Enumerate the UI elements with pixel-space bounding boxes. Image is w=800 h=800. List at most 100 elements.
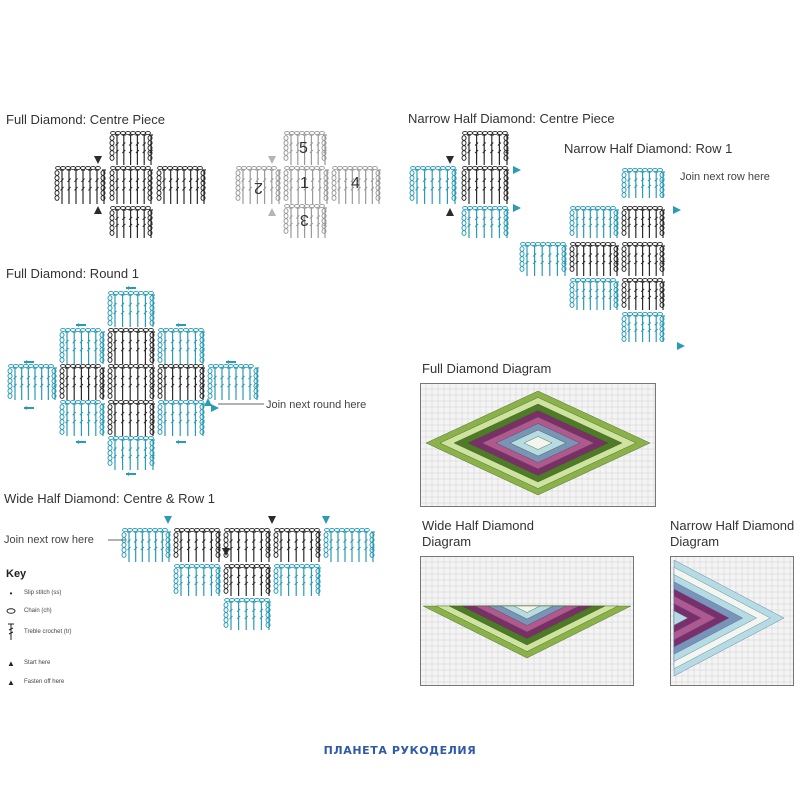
round1-lower-right-block — [157, 399, 205, 436]
centre-middle-block — [109, 165, 153, 204]
join-next-row-note-1: Join next row here — [680, 171, 770, 183]
direction-arrow-icon — [268, 516, 276, 524]
direction-arrow-icon — [164, 516, 172, 524]
wide-right-block — [273, 527, 321, 562]
direction-arrow-icon — [322, 516, 330, 524]
key-item-fasten: ▲ Fasten off here — [6, 675, 64, 689]
direction-arrow-icon — [446, 208, 454, 216]
slip-stitch-icon: • — [9, 588, 13, 598]
centre-left-block — [54, 165, 106, 204]
title-wide-centre-row1: Wide Half Diamond: Centre & Row 1 — [4, 491, 215, 506]
narrow-row1-left-block — [569, 205, 619, 238]
join-next-row-note-2: Join next row here — [4, 534, 94, 546]
narrow-row1-upper-mid-block — [621, 205, 665, 238]
wide-left-block — [173, 527, 221, 562]
key-label: Fasten off here — [24, 679, 65, 685]
direction-arrow-icon — [513, 204, 521, 212]
narrow-row1-top-block — [621, 167, 665, 198]
direction-dash-head — [176, 440, 179, 444]
key-label: Start here — [24, 660, 51, 666]
narrow-row1-mid-left-block — [569, 241, 619, 276]
join-next-round-note: Join next round here — [266, 399, 367, 411]
narrow-centre-left-block — [409, 165, 457, 204]
direction-arrow-icon — [446, 156, 454, 164]
watermark-footer: ПЛАНЕТА РУКОДЕЛИЯ — [323, 744, 477, 757]
direction-arrow-icon — [513, 166, 521, 174]
fasten-off-icon: ▲ — [7, 677, 15, 687]
wide-far-left-block — [121, 527, 171, 562]
round1-upper-right-block — [157, 327, 205, 364]
title-wide-diagram: Wide Half Diamond Diagram — [422, 518, 534, 549]
piece-number-5: 5 — [299, 140, 308, 157]
piece-number-1: 1 — [300, 175, 309, 192]
key-item-start: ▲ Start here — [6, 656, 50, 670]
wide-centre-block — [223, 527, 271, 562]
title-narrow-diagram: Narrow Half Diamond Diagram — [670, 518, 795, 549]
diamond-band — [673, 610, 689, 626]
direction-arrow-icon — [94, 206, 102, 214]
round1-top-block — [107, 290, 155, 327]
piece-number-2: 2 — [254, 179, 263, 196]
wide-bottom-block — [223, 597, 271, 630]
narrow-centre-top-block — [461, 130, 509, 165]
round1-left-block — [59, 363, 105, 400]
direction-dash-head — [76, 440, 79, 444]
full-diamond-diagram — [420, 383, 656, 507]
direction-dash-head — [24, 360, 27, 364]
title-full-diagram: Full Diamond Diagram — [422, 361, 552, 376]
title-narrow-row1: Narrow Half Diamond: Row 1 — [564, 141, 733, 156]
numbered-middle-block — [283, 165, 329, 204]
direction-arrow-icon — [673, 206, 681, 214]
round1-far-left-block — [7, 363, 57, 400]
title-full-round1: Full Diamond: Round 1 — [6, 266, 139, 281]
centre-right-block — [156, 165, 206, 204]
direction-dash-head — [76, 323, 79, 327]
key-item-chain: Chain (ch) — [6, 604, 52, 618]
start-arrow-icon: ▲ — [7, 658, 15, 668]
narrow-half-diamond-diagram — [670, 556, 794, 686]
direction-dash-head — [24, 406, 27, 410]
direction-arrow-icon — [211, 404, 219, 412]
narrow-row1-mid-block — [621, 241, 665, 276]
round1-upper-mid-block — [107, 327, 155, 364]
round1-lower-left-block — [59, 399, 105, 436]
piece-number-4: 4 — [351, 175, 360, 192]
wide-lower-right-block — [273, 563, 321, 596]
direction-dash-head — [126, 472, 129, 476]
round1-right-block — [157, 363, 205, 400]
diamond-band — [513, 605, 541, 613]
round1-far-right-block — [207, 363, 259, 400]
numbered-top-block — [283, 130, 327, 165]
wide-lower-centre-block — [223, 563, 271, 596]
chain-icon — [6, 604, 16, 618]
wide-lower-left-block — [173, 563, 221, 596]
round1-bottom-block — [107, 435, 155, 470]
direction-arrow-icon — [222, 548, 230, 556]
narrow-centre-bottom-block — [461, 205, 509, 238]
key-label: Slip stitch (ss) — [24, 590, 62, 596]
direction-arrow-icon — [268, 208, 276, 216]
key-item-slip-stitch: • Slip stitch (ss) — [6, 586, 62, 600]
direction-arrow-icon — [94, 156, 102, 164]
narrow-row1-far-left-block — [519, 241, 567, 276]
title-narrow-centre: Narrow Half Diamond: Centre Piece — [408, 111, 615, 126]
key-item-treble: Treble crochet (tr) — [6, 622, 71, 642]
direction-dash-head — [226, 360, 229, 364]
centre-top-block — [109, 130, 153, 165]
direction-dash-head — [126, 286, 129, 290]
numbered-right-block — [331, 165, 381, 204]
direction-dash-head — [176, 323, 179, 327]
round1-lower-mid-block — [107, 399, 155, 436]
key-label: Treble crochet (tr) — [24, 629, 72, 635]
narrow-centre-middle-block — [461, 165, 509, 204]
wide-far-right-block — [323, 527, 375, 562]
numbered-left-block — [235, 165, 281, 204]
treble-crochet-icon — [6, 622, 16, 642]
round1-centre-block — [107, 363, 155, 400]
direction-arrow-icon — [204, 398, 212, 406]
narrow-row1-lower-mid-block — [621, 277, 665, 310]
narrow-row1-lower-left-block — [569, 277, 619, 310]
title-full-centre: Full Diamond: Centre Piece — [6, 112, 165, 127]
numbered-bottom-block — [283, 203, 327, 238]
direction-arrow-icon — [268, 156, 276, 164]
